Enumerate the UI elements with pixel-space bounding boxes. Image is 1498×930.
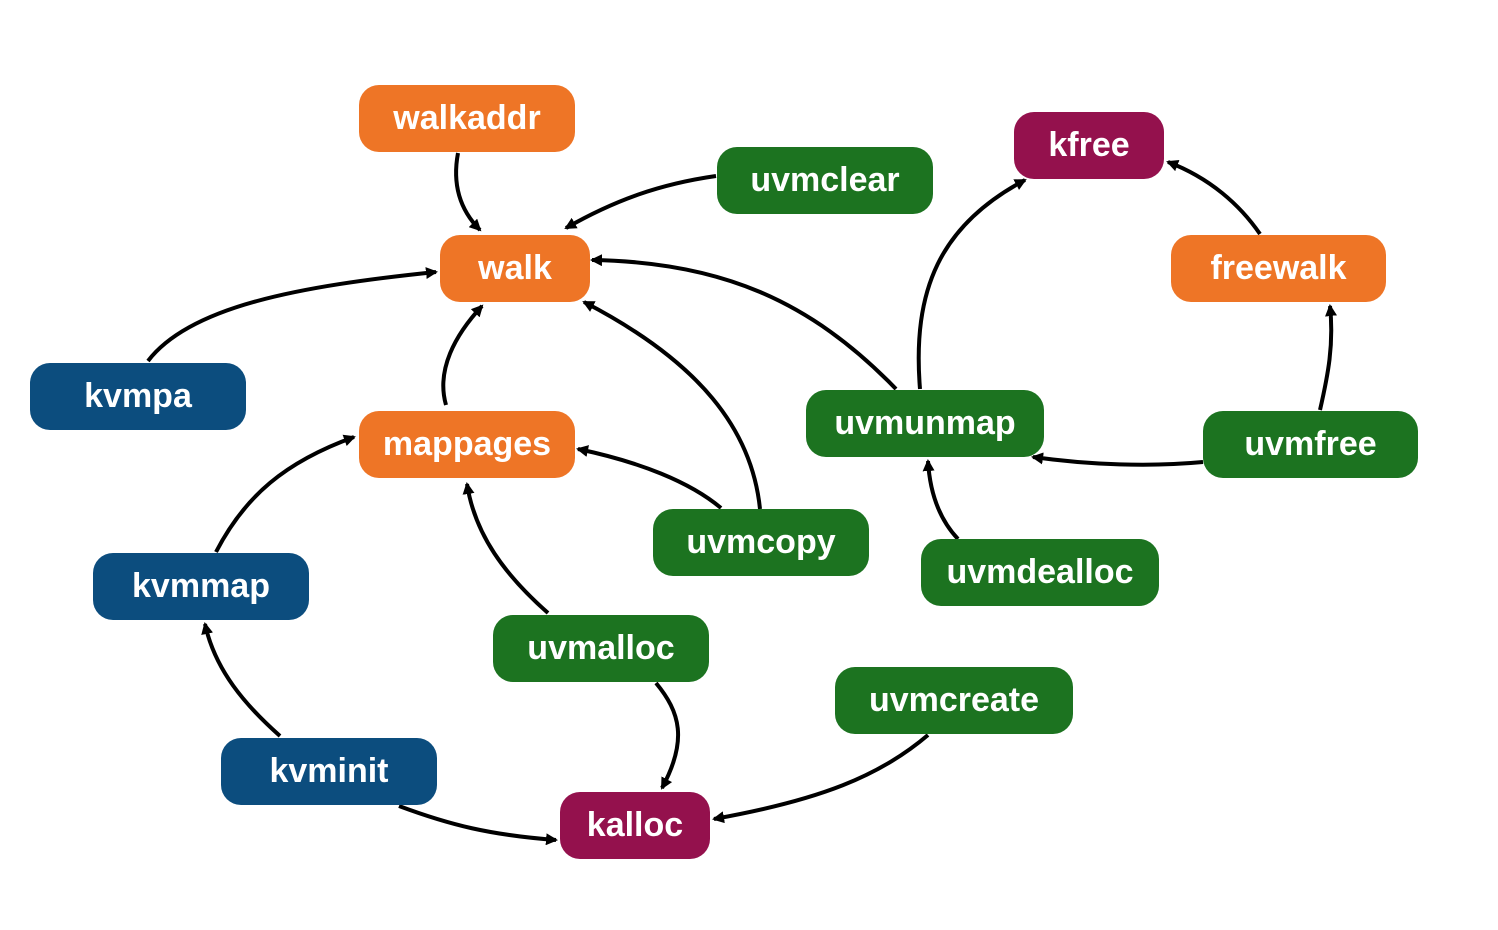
node-walk[interactable]: walk [440, 235, 590, 302]
edge-uvmalloc-to-mappages [462, 482, 550, 615]
edge-kvmmap-to-mappages [214, 434, 356, 553]
node-uvmcreate[interactable]: uvmcreate [835, 667, 1073, 734]
edge-uvmcopy-to-mappages [576, 445, 723, 510]
node-uvmcopy[interactable]: uvmcopy [653, 509, 869, 576]
edge-uvmfree-to-uvmunmap [1031, 452, 1204, 467]
node-uvmclear[interactable]: uvmclear [717, 147, 933, 214]
edge-kvminit-to-kalloc [398, 804, 558, 846]
edge-uvmdealloc-to-uvmunmap [922, 459, 960, 541]
edge-uvmalloc-to-kalloc [654, 681, 681, 790]
node-mappages[interactable]: mappages [359, 411, 575, 478]
node-walkaddr[interactable]: walkaddr [359, 85, 575, 152]
node-kvmmap[interactable]: kvmmap [93, 553, 309, 620]
edge-uvmclear-to-walk [564, 174, 717, 230]
edge-uvmunmap-to-walk [590, 254, 898, 391]
edge-kvmpa-to-walk [146, 267, 438, 363]
node-uvmfree[interactable]: uvmfree [1203, 411, 1418, 478]
node-uvmunmap[interactable]: uvmunmap [806, 390, 1044, 457]
edge-uvmcreate-to-kalloc [712, 733, 930, 824]
node-kfree[interactable]: kfree [1014, 112, 1164, 179]
node-kvminit[interactable]: kvminit [221, 738, 437, 805]
edge-mappages-to-walk [441, 304, 484, 406]
node-kvmpa[interactable]: kvmpa [30, 363, 246, 430]
node-kalloc[interactable]: kalloc [560, 792, 710, 859]
edge-kvminit-to-kvmmap [201, 622, 282, 738]
node-freewalk[interactable]: freewalk [1171, 235, 1386, 302]
edge-uvmunmap-to-kfree [916, 178, 1027, 390]
node-uvmdealloc[interactable]: uvmdealloc [921, 539, 1159, 606]
node-uvmalloc[interactable]: uvmalloc [493, 615, 709, 682]
edge-uvmcopy-to-walk [582, 300, 762, 510]
edge-uvmfree-to-freewalk [1318, 304, 1337, 411]
edge-freewalk-to-kfree [1166, 159, 1262, 236]
edge-walkaddr-to-walk [454, 152, 482, 232]
